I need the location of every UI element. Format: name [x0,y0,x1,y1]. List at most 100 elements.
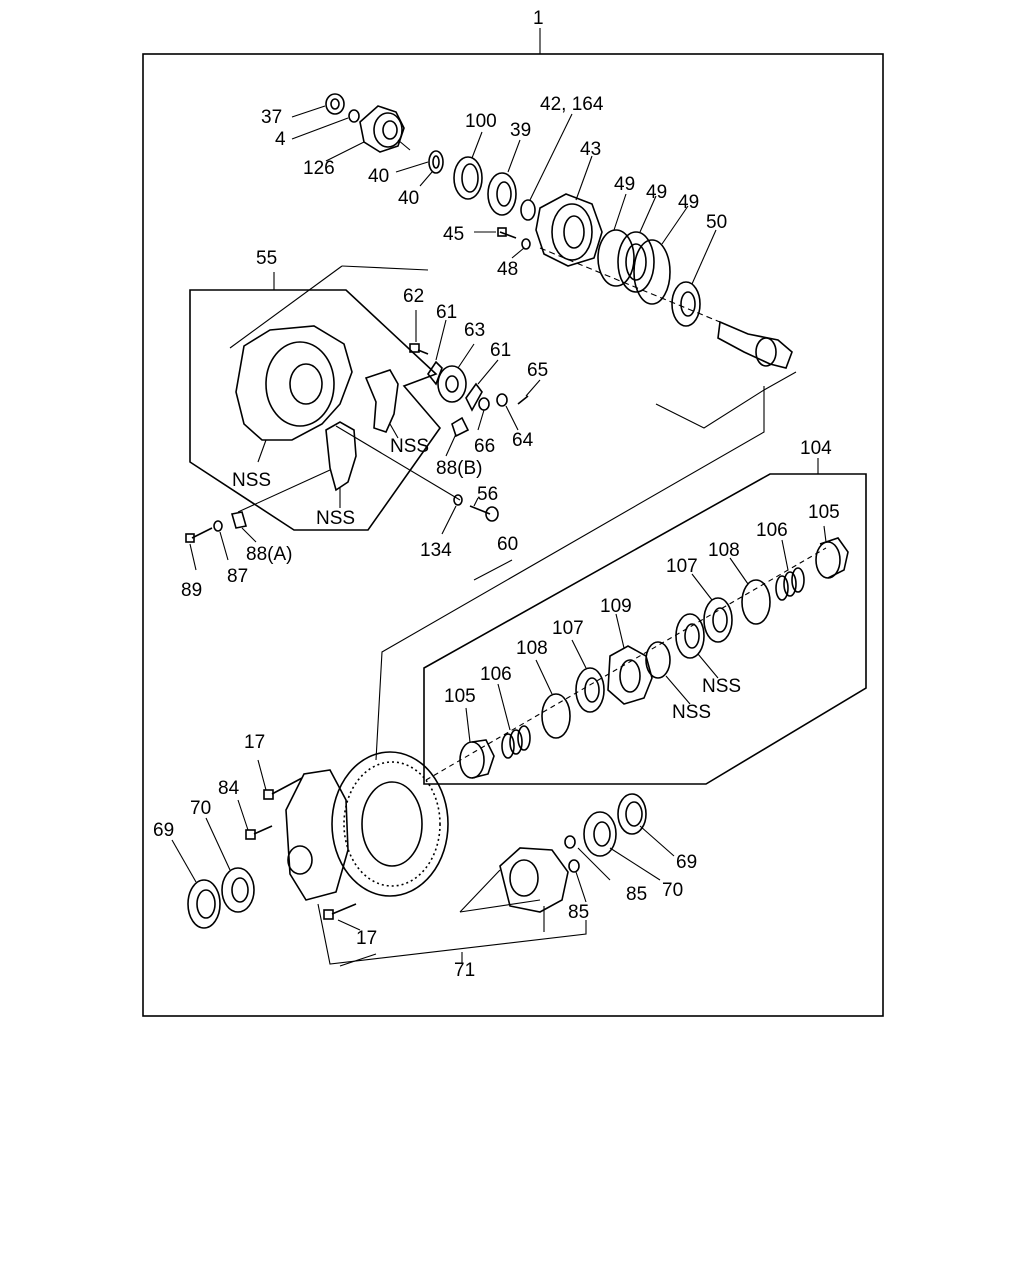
nut-85-b [568,859,580,873]
label-105-b: 105 [808,502,840,523]
label-87: 87 [227,566,248,587]
label-40-b: 40 [398,188,419,209]
leader-60 [375,386,765,761]
washer-87 [213,520,223,532]
label-85-a: 85 [626,884,647,905]
ring-108-b [741,579,771,625]
label-nss-4: NSS [702,676,741,697]
label-17-b: 17 [356,928,377,949]
label-107-a: 107 [552,618,584,639]
label-89: 89 [181,580,202,601]
label-109: 109 [600,596,632,617]
label-61-a: 61 [436,302,457,323]
label-49-b: 49 [646,182,667,203]
bearing-cap-lower [325,421,357,492]
washer-4 [348,109,360,123]
label-70-b: 70 [662,880,683,901]
lock-plate-88a [230,511,248,529]
washer-48 [521,238,531,250]
label-61-b: 61 [490,340,511,361]
label-nss-1: NSS [232,470,271,491]
nut-37 [325,93,345,115]
label-55: 55 [256,248,277,269]
label-88b: 88(B) [436,458,482,479]
label-106-b: 106 [756,520,788,541]
bearing-cone-70-a [221,867,255,913]
limited-slip-group [423,458,867,785]
label-48: 48 [497,259,518,280]
ring-108-a [541,693,571,739]
bearing-cap-upper [364,369,399,433]
label-106-a: 106 [480,664,512,685]
label-126: 126 [303,158,335,179]
shim-49-c [633,239,671,305]
spring-106-a [501,725,531,759]
label-108-a: 108 [516,638,548,659]
label-42-164: 42, 164 [540,94,604,115]
label-84: 84 [218,778,240,799]
label-39: 39 [510,120,531,141]
bearing-50 [671,281,701,327]
bolt-89 [185,527,213,543]
lock-plate-88b [451,416,470,438]
bolt-17-b [323,903,357,920]
label-64: 64 [512,430,534,451]
side-gear-105-a [459,739,495,779]
label-nss-5: NSS [672,702,711,723]
spring-106-b [775,567,805,601]
label-43: 43 [580,139,601,160]
cage-109 [607,645,653,705]
clutch-107-b [703,597,733,643]
carrier-case-half [235,325,353,441]
assembly-frame [142,28,884,1017]
ring-gear [331,751,449,897]
part-labels: 37 4 126 40 40 100 39 42, 164 43 45 48 4… [153,94,840,981]
retainer-43 [535,193,603,267]
label-70-a: 70 [190,798,211,819]
side-gear-105-b [815,537,849,579]
shim-49-a [597,229,635,287]
bolt-62 [409,343,429,355]
diff-case [285,769,349,901]
bolt-56 [469,505,499,522]
clutch-nss [675,613,705,659]
bearing-cup-69-b [617,793,647,835]
label-62: 62 [403,286,424,307]
label-66: 66 [474,436,495,457]
bolt-45 [497,227,517,239]
bearing-cup-100 [453,156,483,200]
pin-65 [517,395,529,405]
flange-126 [359,105,405,153]
label-107-b: 107 [666,556,698,577]
label-50: 50 [706,212,727,233]
bearing-cup-69-a [187,879,221,929]
diff-case-right [499,847,569,913]
label-49-a: 49 [614,174,635,195]
pinion-parts-group [291,93,797,429]
label-nss-2: NSS [390,436,429,457]
label-71: 71 [454,960,475,981]
label-37: 37 [261,107,282,128]
oil-seal-40 [428,150,444,174]
snap-ring [645,641,671,679]
label-nss-3: NSS [316,508,355,529]
label-69-b: 69 [676,852,697,873]
label-104: 104 [800,438,832,459]
washer-134 [453,494,463,506]
label-108-b: 108 [708,540,740,561]
shim-49-b [617,231,655,293]
label-4: 4 [275,129,286,150]
label-56: 56 [477,484,498,505]
label-49-c: 49 [678,192,699,213]
label-65: 65 [527,360,548,381]
lock-plate-61-b [465,382,483,412]
label-105-a: 105 [444,686,476,707]
clutch-107-a [575,667,605,713]
bolt-17-a [263,777,303,800]
bearing-cone-70-b [583,811,617,857]
differential-group [171,751,675,967]
label-88a: 88(A) [246,544,292,565]
drive-pinion [717,320,793,369]
bolt-84 [245,825,273,840]
